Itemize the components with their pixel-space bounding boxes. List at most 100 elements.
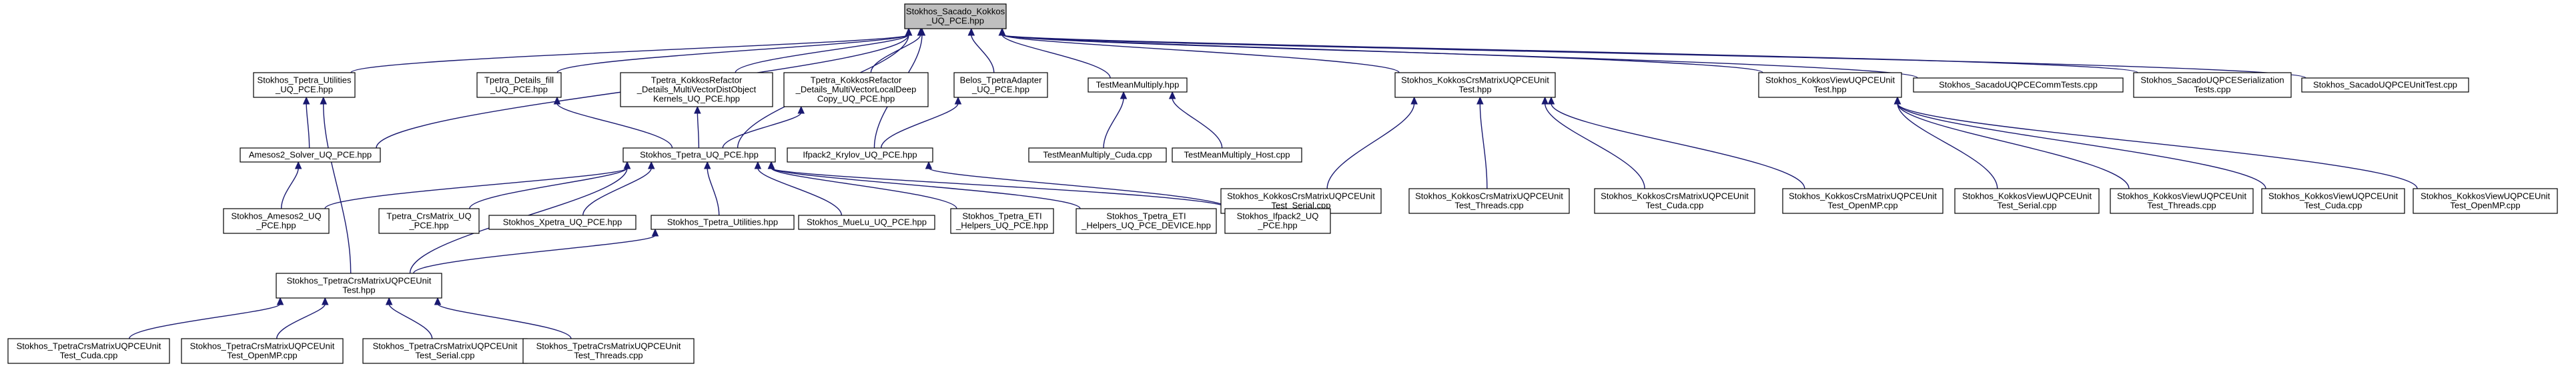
node-stokhos-tpetra-uq-pce-hpp[interactable]: Stokhos_Tpetra_UQ_PCE.hpp: [622, 147, 776, 163]
node-stokhos-tpetracrsmatrixuqpceunittest-serial-cpp[interactable]: Stokhos_TpetraCrsMatrixUQPCEUnitTest_Ser…: [362, 338, 528, 364]
edge-tcrs_threads-to-tpetracrs_unit: [437, 303, 572, 339]
node-box: [2110, 188, 2254, 214]
edge-ifpack2_uq-to-ifpack2_krylov: [928, 167, 1230, 209]
edge-muelu_uq-to-tpetra_uq: [757, 167, 843, 216]
node-stokhos-tpetra-utilities-uq-pce-hpp[interactable]: Stokhos_Tpetra_Utilities_UQ_PCE.hpp: [253, 72, 356, 98]
node-label-line: Tpetra_KokkosRefactor: [811, 75, 902, 85]
edges-layer: [129, 27, 2418, 339]
node-box: [798, 215, 935, 230]
node-box: [2413, 188, 2558, 214]
node-testmeanmultiply-cuda-cpp[interactable]: TestMeanMultiply_Cuda.cpp: [1028, 147, 1167, 163]
node-tpetra-crsmatrix-uq-pce-hpp[interactable]: Tpetra_CrsMatrix_UQ_PCE.hpp: [378, 208, 480, 234]
node-stokhos-kokkosviewuqpceunittest-openmp-cpp[interactable]: Stokhos_KokkosViewUQPCEUnitTest_OpenMP.c…: [2413, 188, 2558, 214]
node-stokhos-tpetracrsmatrixuqpceunittest-threads-cpp[interactable]: Stokhos_TpetraCrsMatrixUQPCEUnitTest_Thr…: [522, 338, 695, 364]
node-stokhos-kokkosviewuqpceunittest-serial-cpp[interactable]: Stokhos_KokkosViewUQPCEUnitTest_Serial.c…: [1954, 188, 2100, 214]
node-stokhos-tpetra-eti-helpers-uq-pce-device-hpp[interactable]: Stokhos_Tpetra_ETI_Helpers_UQ_PCE_DEVICE…: [1076, 208, 1217, 234]
edge-eti_helpers_device-to-tpetra_uq: [771, 167, 1081, 209]
node-stokhos-muelu-uq-pce-hpp[interactable]: Stokhos_MueLu_UQ_PCE.hpp: [798, 215, 935, 230]
edge-xpetra_uq-to-tpetra_uq: [582, 167, 652, 216]
edge-tpetracrs_unit-to-tpetra_utilities: [413, 235, 656, 274]
edge-kview_openmp-to-kokkosview_unit: [1897, 103, 2418, 189]
node-amesos2-solver-uq-pce-hpp[interactable]: Amesos2_Solver_UQ_PCE.hpp: [240, 147, 381, 163]
node-label-line: Copy_UQ_PCE.hpp: [817, 94, 895, 104]
node-label-line: Test_Cuda.cpp: [2304, 201, 2363, 211]
node-stokhos-kokkoscrsmatrixuqpceunittest-openmp-cpp[interactable]: Stokhos_KokkosCrsMatrixUQPCEUnitTest_Ope…: [1782, 188, 1944, 214]
node-label-line: Stokhos_KokkosViewUQPCEUnit: [1962, 191, 2092, 201]
node-tpetra-kokkosrefactor-details-multivectordistobjectkernels-uq-pce-hpp[interactable]: Tpetra_KokkosRefactor_Details_MultiVecto…: [620, 72, 773, 107]
node-label-line: _Details_MultiVectorLocalDeep: [795, 85, 917, 95]
edge-tcrs_cuda-to-tpetracrs_unit: [129, 303, 281, 339]
node-label-line: Stokhos_KokkosViewUQPCEUnit: [1765, 75, 1895, 85]
node-label-line: Test_Serial.cpp: [1272, 201, 1331, 211]
node-stokhos-tpetra-eti-helpers-uq-pce-hpp[interactable]: Stokhos_Tpetra_ETI_Helpers_UQ_PCE.hpp: [950, 208, 1054, 234]
edge-tcrs_openmp-to-tpetracrs_unit: [276, 303, 326, 339]
node-stokhos-sacadouqpceunittest-cpp[interactable]: Stokhos_SacadoUQPCEUnitTest.cpp: [2301, 77, 2469, 93]
edge-ifpack2_krylov-to-belos_adapter: [880, 103, 959, 149]
edge-testmeanmultiply-to-root: [1001, 34, 1111, 79]
node-stokhos-kokkosviewuqpceunittest-threads-cpp[interactable]: Stokhos_KokkosViewUQPCEUnitTest_Threads.…: [2110, 188, 2254, 214]
edge-arrowhead: [1410, 96, 1418, 105]
node-box: [1224, 208, 1331, 234]
node-stokhos-amesos2-uq-pce-hpp[interactable]: Stokhos_Amesos2_UQ_PCE.hpp: [223, 208, 330, 234]
node-label-line: Stokhos_KokkosViewUQPCEUnit: [2117, 191, 2247, 201]
edge-arrowhead: [647, 161, 655, 169]
edge-tpetra_uq-to-tpetra_details_fill: [556, 103, 673, 149]
node-label-line: Stokhos_Tpetra_Utilities.hpp: [667, 217, 778, 227]
node-label-line: _Helpers_UQ_PCE.hpp: [955, 221, 1048, 231]
node-box: [1394, 72, 1556, 98]
node-stokhos-sacadouqpcecommtests-cpp[interactable]: Stokhos_SacadoUQPCECommTests.cpp: [1913, 77, 2124, 93]
node-label-line: Test_OpenMP.cpp: [227, 351, 297, 361]
node-label-line: Stokhos_SacadoUQPCEUnitTest.cpp: [2313, 80, 2457, 90]
edge-arrowhead: [754, 161, 762, 169]
node-box: [223, 208, 330, 234]
edge-arrowhead: [1120, 91, 1128, 99]
node-label-line: _PCE.hpp: [1257, 221, 1297, 231]
node-label-line: _UQ_PCE.hpp: [490, 85, 548, 95]
node-stokhos-xpetra-uq-pce-hpp[interactable]: Stokhos_Xpetra_UQ_PCE.hpp: [488, 215, 636, 230]
edge-arrowhead: [385, 297, 393, 305]
edge-sacado_serial-to-root: [1001, 34, 2138, 73]
node-label-line: Test_Serial.cpp: [1998, 201, 2057, 211]
node-belos-tpetraadapter-uq-pce-hpp[interactable]: Belos_TpetraAdapter_UQ_PCE.hpp: [953, 72, 1048, 98]
node-testmeanmultiply-hpp[interactable]: TestMeanMultiply.hpp: [1088, 77, 1188, 93]
edge-arrowhead: [694, 105, 701, 114]
edge-sacado_unit-to-root: [1001, 34, 2306, 79]
node-label-line: Stokhos_Ifpack2_UQ: [1237, 211, 1319, 221]
node-stokhos-tpetracrsmatrixuqpceunittest-cuda-cpp[interactable]: Stokhos_TpetraCrsMatrixUQPCEUnitTest_Cud…: [7, 338, 170, 364]
node-box: [276, 273, 442, 299]
edge-arrowhead: [321, 297, 329, 305]
edge-kokkosrefactor_dist-to-root: [735, 34, 909, 73]
edge-kokkoscrs_unit-to-root: [1001, 34, 1400, 73]
node-stokhos-kokkoscrsmatrixuqpceunittest-threads-cpp[interactable]: Stokhos_KokkosCrsMatrixUQPCEUnitTest_Thr…: [1408, 188, 1570, 214]
node-label-line: Stokhos_TpetraCrsMatrixUQPCEUnit: [287, 276, 432, 286]
node-stokhos-tpetracrsmatrixuqpceunittest-openmp-cpp[interactable]: Stokhos_TpetraCrsMatrixUQPCEUnitTest_Ope…: [181, 338, 344, 364]
node-label-line: Stokhos_Tpetra_ETI: [1106, 211, 1186, 221]
edge-ifpack2_uq-to-tpetra_uq: [771, 167, 1230, 209]
node-stokhos-tpetra-utilities-hpp[interactable]: Stokhos_Tpetra_Utilities.hpp: [651, 215, 795, 230]
node-box: [1076, 208, 1217, 234]
node-stokhos-sacadouqpceserializationtests-cpp[interactable]: Stokhos_SacadoUQPCESerializationTests.cp…: [2133, 72, 2292, 98]
edge-arrowhead: [294, 161, 302, 169]
node-label-line: Stokhos_Tpetra_Utilities: [258, 75, 352, 85]
node-label-line: Ifpack2_Krylov_UQ_PCE.hpp: [803, 150, 917, 160]
node-ifpack2-krylov-uq-pce-hpp[interactable]: Ifpack2_Krylov_UQ_PCE.hpp: [787, 147, 933, 163]
node-box: [240, 147, 381, 163]
node-label-line: Kernels_UQ_PCE.hpp: [653, 94, 740, 104]
node-stokhos-kokkoscrsmatrixuqpceunittest-cuda-cpp[interactable]: Stokhos_KokkosCrsMatrixUQPCEUnitTest_Cud…: [1594, 188, 1755, 214]
edge-arrowhead: [434, 297, 442, 305]
node-testmeanmultiply-host-cpp[interactable]: TestMeanMultiply_Host.cpp: [1172, 147, 1302, 163]
node-label-line: Stokhos_TpetraCrsMatrixUQPCEUnit: [17, 341, 161, 351]
edge-arrowhead: [553, 96, 561, 105]
edge-tpetra_uq-to-kokkosrefactor_local: [722, 112, 802, 149]
node-tpetra-kokkosrefactor-details-multivectorlocaldeepcopy-uq-pce-hpp[interactable]: Tpetra_KokkosRefactor_Details_MultiVecto…: [783, 72, 929, 107]
node-box: [2261, 188, 2405, 214]
node-stokhos-ifpack2-uq-pce-hpp[interactable]: Stokhos_Ifpack2_UQ_PCE.hpp: [1224, 208, 1331, 234]
node-label-line: Stokhos_TpetraCrsMatrixUQPCEUnit: [536, 341, 681, 351]
node-tpetra-details-fill-uq-pce-hpp[interactable]: Tpetra_Details_fill_UQ_PCE.hpp: [476, 72, 562, 98]
node-label-line: _UQ_PCE.hpp: [275, 85, 333, 95]
node-label-line: Stokhos_SacadoUQPCESerialization: [2140, 75, 2284, 85]
